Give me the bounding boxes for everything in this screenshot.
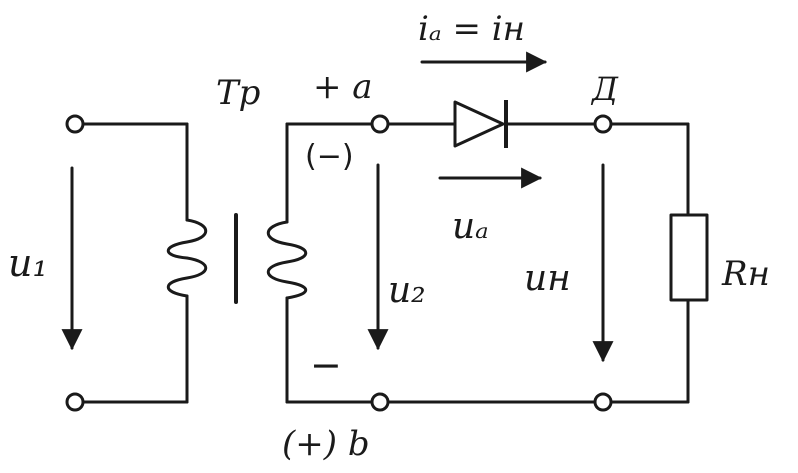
node-a-alt-label: (−) bbox=[305, 139, 354, 174]
node-b-label: (+) b bbox=[282, 424, 370, 464]
diode-symbol bbox=[453, 100, 508, 148]
terminal-d-bottom[interactable] bbox=[593, 392, 613, 412]
terminal-d-top[interactable] bbox=[593, 114, 613, 134]
u1-label: u₁ bbox=[8, 241, 48, 285]
transformer-label: Tp bbox=[216, 73, 260, 113]
terminal-input-bottom[interactable] bbox=[65, 392, 85, 412]
terminal-input-top[interactable] bbox=[65, 114, 85, 134]
resistor-label: Rн bbox=[721, 254, 770, 294]
diode-voltage-label: uₐ bbox=[452, 206, 489, 247]
minus-sign: − bbox=[310, 343, 342, 387]
un-label: uн bbox=[524, 258, 571, 299]
terminal-b[interactable] bbox=[370, 392, 390, 412]
terminal-a[interactable] bbox=[370, 114, 390, 134]
secondary-winding-coil bbox=[266, 220, 308, 300]
current-label: iₐ = iн bbox=[418, 9, 525, 49]
node-a-label: + a bbox=[313, 67, 373, 107]
node-d-label: Д bbox=[590, 70, 619, 108]
u2-label: u₂ bbox=[388, 270, 426, 311]
load-resistor bbox=[669, 213, 709, 302]
primary-winding-coil bbox=[166, 218, 208, 298]
